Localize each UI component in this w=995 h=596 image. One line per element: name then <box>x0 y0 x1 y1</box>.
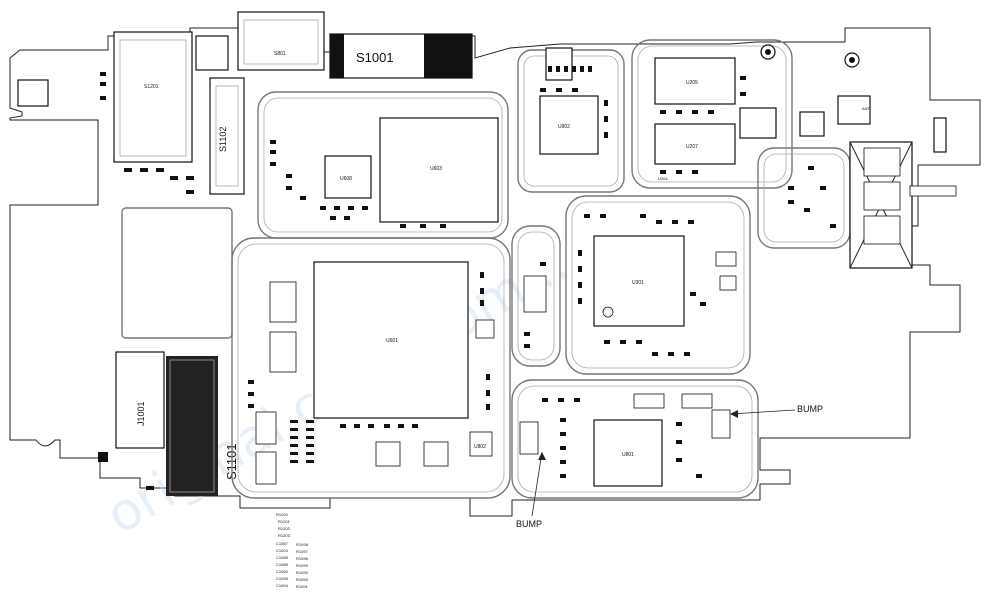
chip-u207 <box>654 123 736 165</box>
chip-ant-label: ANT <box>862 106 871 111</box>
reference-designator-list: R1200 R1201 R1202 R1203 C1087 C1004 C108… <box>276 512 309 589</box>
svg-text:C1088: C1088 <box>276 555 289 560</box>
connector-s1201-label: S1201 <box>144 84 159 90</box>
svg-text:C1095: C1095 <box>276 576 289 581</box>
svg-text:R1092: R1092 <box>296 570 309 575</box>
connector-s801-label: S801 <box>274 51 286 57</box>
chip-u301-label: U301 <box>632 280 644 286</box>
chip-u603 <box>379 117 499 223</box>
bump-label-bottom: BUMP <box>516 519 542 529</box>
svg-text:C1090: C1090 <box>276 569 289 574</box>
bump-label-right: BUMP <box>797 404 823 414</box>
svg-text:R1099: R1099 <box>296 563 309 568</box>
chip-u802-label: U802 <box>474 444 486 450</box>
chip-u207-label: U207 <box>686 144 698 150</box>
chip-u205-label: U205 <box>686 80 698 86</box>
connector-j1001 <box>115 351 165 449</box>
svg-text:C1089: C1089 <box>276 562 289 567</box>
svg-text:C1094: C1094 <box>276 583 289 588</box>
connector-s1001-label: S1001 <box>356 50 394 65</box>
svg-text:R1202: R1202 <box>278 526 291 531</box>
bump-arrow-right <box>729 409 796 415</box>
svg-text:R1098: R1098 <box>296 542 309 547</box>
chip-u902 <box>539 95 599 155</box>
svg-text:R1200: R1200 <box>276 512 289 517</box>
chip-u801-label: U801 <box>622 452 634 458</box>
chip-u601 <box>313 261 469 419</box>
connector-s801 <box>237 11 325 71</box>
svg-text:R1093: R1093 <box>296 577 309 582</box>
chip-u902-label: U902 <box>558 124 570 130</box>
connector-s1102-label: S1102 <box>218 127 228 152</box>
connector-s1101-pins <box>166 356 218 496</box>
chip-u601-label: U601 <box>386 338 398 344</box>
chip-u204-label: U204 <box>658 176 668 181</box>
chip-u608-label: U608 <box>340 176 352 182</box>
svg-text:C1004: C1004 <box>276 548 289 553</box>
bump-arrow-bottom <box>531 451 543 517</box>
connector-s1201 <box>113 31 193 163</box>
connector-j1001-label: J1001 <box>136 401 146 426</box>
svg-text:R1201: R1201 <box>278 519 291 524</box>
svg-text:R1091: R1091 <box>296 584 309 589</box>
svg-text:C1087: C1087 <box>276 541 289 546</box>
chip-u205 <box>654 57 736 105</box>
svg-text:R1097: R1097 <box>296 549 309 554</box>
passive-components <box>98 66 836 490</box>
svg-text:R1203: R1203 <box>278 533 291 538</box>
chip-u801 <box>593 419 663 487</box>
chip-u603-label: U603 <box>430 166 442 172</box>
chip-u608 <box>324 155 372 199</box>
board-outline <box>9 27 981 517</box>
svg-text:R1096: R1096 <box>296 556 309 561</box>
